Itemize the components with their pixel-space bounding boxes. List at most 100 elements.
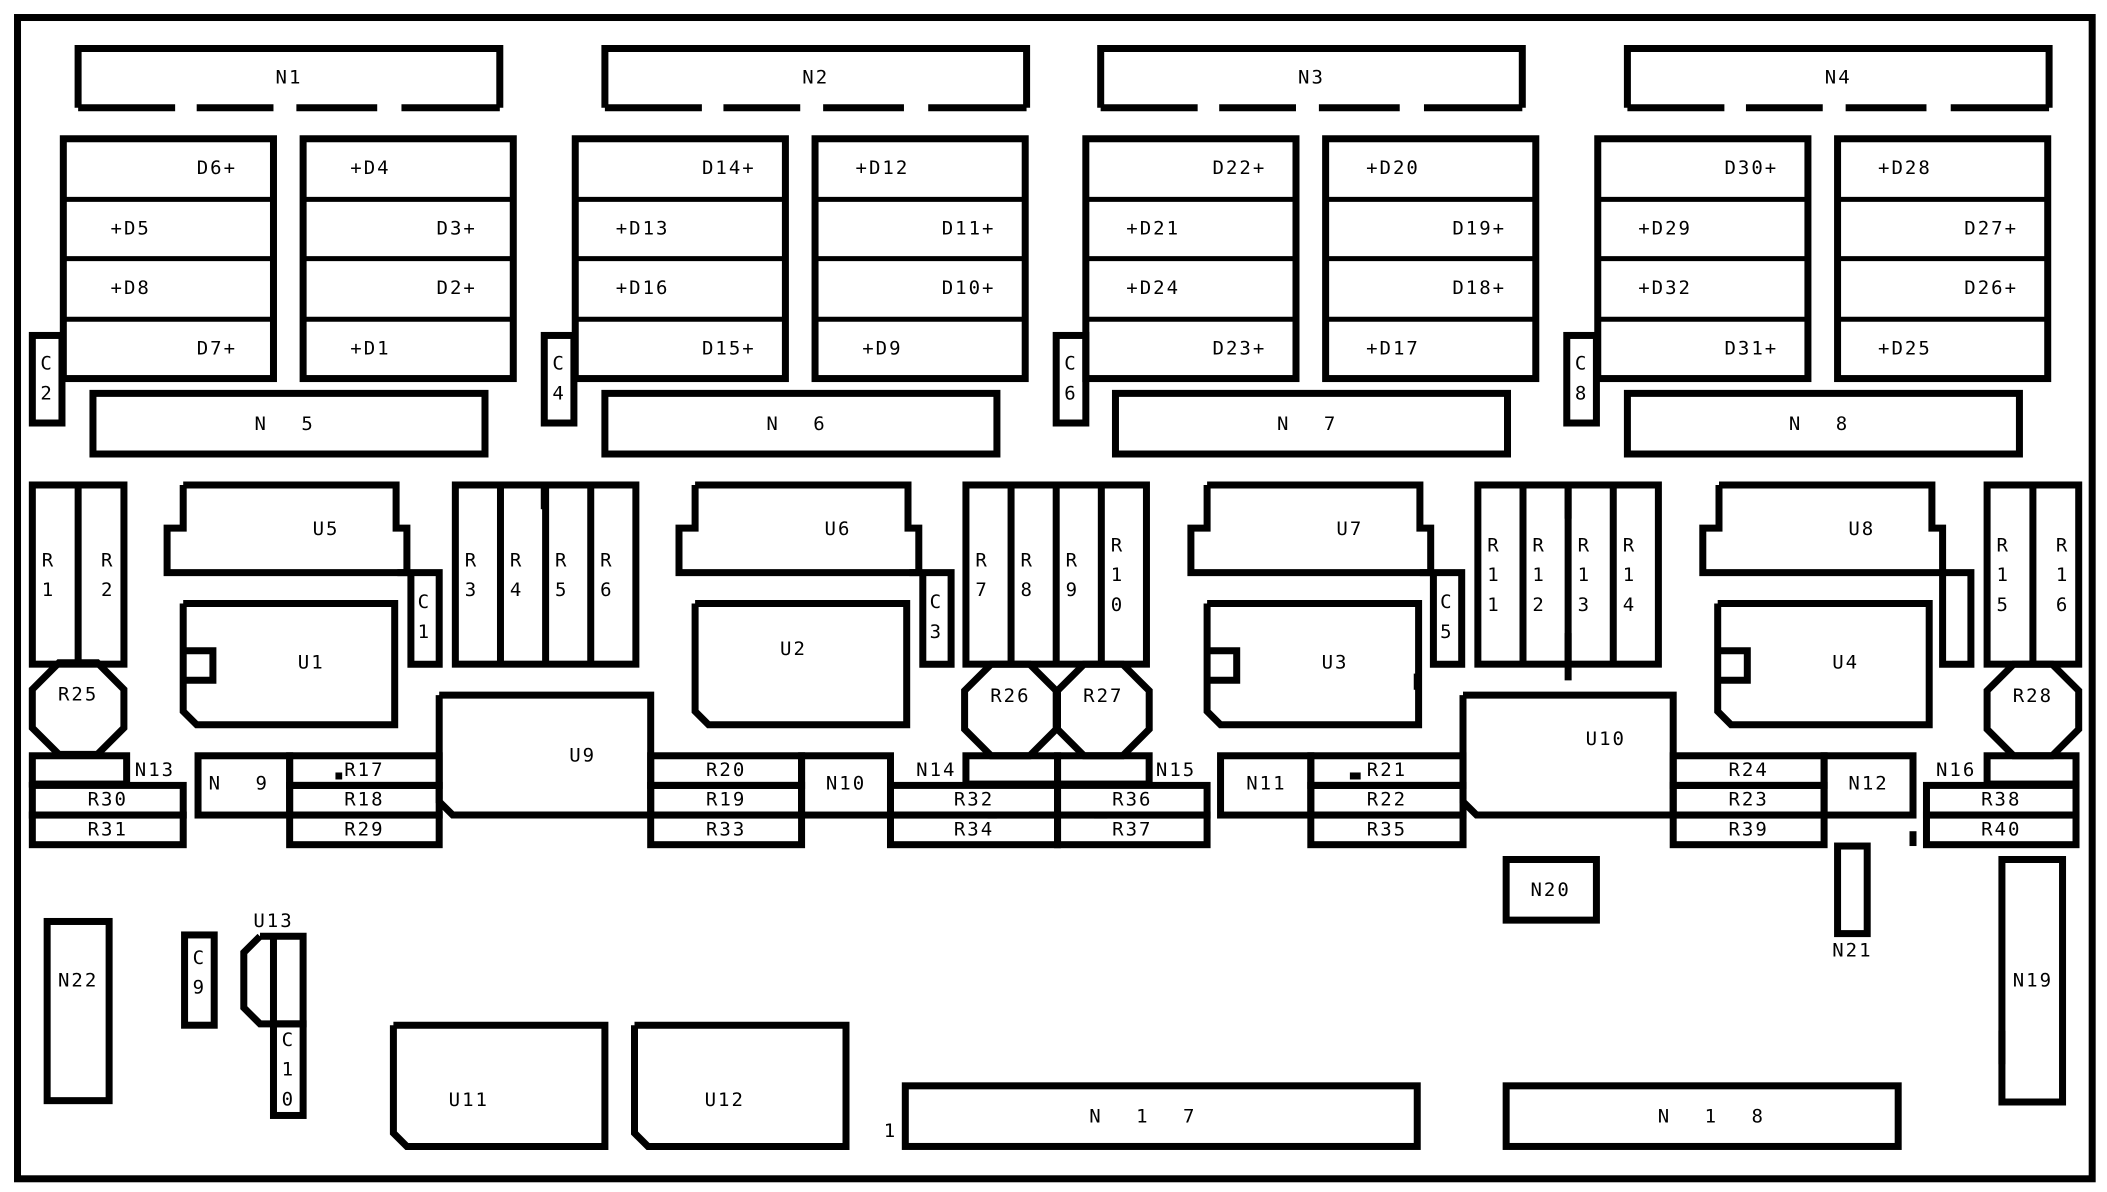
connector-n-7-label: N 7 (1277, 413, 1347, 435)
pad-n15-label: N15 (1156, 759, 1196, 781)
diode-pd5-label: +D5 (111, 218, 151, 240)
diode-pd16-label: +D16 (616, 277, 670, 299)
ic-u3-label: U3 (1322, 651, 1349, 673)
ic-u7-outline (1187, 481, 1435, 577)
resistor-outline (1307, 811, 1467, 849)
resistor-r20-label: R20 (706, 759, 746, 781)
diode-d14p-label: D14+ (702, 157, 756, 179)
resistor-outline (1922, 811, 2080, 849)
diode-pd32-label: +D32 (1638, 277, 1692, 299)
resistor-r29-label: R29 (344, 818, 384, 840)
diode-pd13-label: +D13 (616, 218, 670, 240)
resistor-r38-label: R38 (1981, 789, 2021, 811)
pad-outline (1983, 752, 2080, 788)
pin1-marker-label: 1 (884, 1120, 897, 1142)
ic-u12-outline (631, 1021, 850, 1150)
ic-tail-outline (1939, 569, 1975, 668)
diode-d23p-label: D23+ (1213, 337, 1267, 359)
resistor-r33-label: R33 (706, 818, 746, 840)
ic-u5-outline (163, 481, 411, 577)
capacitor-outline (1419, 569, 1466, 668)
resistor-r18-label: R18 (344, 789, 384, 811)
ic-u7-label: U7 (1336, 518, 1363, 540)
ic-u11-outline (389, 1021, 609, 1150)
pad-outline (1054, 752, 1153, 788)
diode-d27p-label: D27+ (1964, 218, 2018, 240)
connector-n18-label: N 1 8 (1658, 1105, 1775, 1127)
diode-pd28-label: +D28 (1878, 157, 1932, 179)
pad-n16-label: N16 (1936, 759, 1976, 781)
ic-u1-outline (179, 600, 399, 729)
resistor-r21-label: R21 (1367, 759, 1407, 781)
capacitor-outline (28, 331, 66, 427)
connector-n17-label: N 1 7 (1089, 1105, 1206, 1127)
ic-u13-label: U13 (253, 910, 293, 932)
diode-pd20-label: +D20 (1366, 157, 1420, 179)
ic-u12-label: U12 (705, 1089, 745, 1111)
trimmer-r26-outline (961, 660, 1060, 760)
ic-u4-label: U4 (1832, 651, 1859, 673)
resistor-r32-label: R32 (954, 789, 994, 811)
capacitor-outline (909, 569, 955, 668)
trimmer-r26-label: R26 (990, 685, 1030, 707)
trimmer-r28-outline (1983, 660, 2083, 760)
resistor-r40-label: R40 (1981, 818, 2021, 840)
connector-n19-label: N19 (2013, 969, 2053, 991)
connector-n-5-outline (89, 389, 489, 458)
diode-pd21-label: +D21 (1126, 218, 1180, 240)
diode-d15p-label: D15+ (702, 337, 756, 359)
trimmer-r25-outline (28, 659, 128, 758)
pad-n10-label: N10 (826, 773, 866, 795)
diode-pd25-label: +D25 (1878, 337, 1932, 359)
diode-d22p-label: D22+ (1213, 157, 1267, 179)
diode-pd1-label: +D1 (350, 337, 390, 359)
connector-n3-outline (1097, 45, 1526, 108)
ic-tab-outline (1207, 647, 1241, 684)
ic-u8-outline (1699, 481, 1947, 577)
diode-d2p-label: D2+ (437, 277, 477, 299)
ic-u5-label: U5 (313, 518, 340, 540)
resistor-r22-label: R22 (1367, 789, 1407, 811)
pad-n11-label: N11 (1246, 773, 1286, 795)
connector-n2-outline (601, 45, 1031, 108)
trimmer-r28-label: R28 (2013, 685, 2053, 707)
ic-tab-outline (183, 647, 217, 684)
ic-u6-label: U6 (825, 518, 852, 540)
ic-u6-outline (675, 481, 923, 577)
resistor-outline (1669, 811, 1828, 849)
diode-pd4-label: +D4 (350, 157, 390, 179)
connector-n-8-label: N 8 (1789, 413, 1859, 435)
capacitor-outline (1052, 331, 1090, 427)
diode-d3p-label: D3+ (437, 218, 477, 240)
resistor-r36-label: R36 (1112, 789, 1152, 811)
resistor-r30-label: R30 (88, 789, 128, 811)
ic-u1-label: U1 (298, 651, 325, 673)
capacitor-outline (1563, 331, 1600, 427)
resistor-r31-label: R31 (88, 818, 128, 840)
capacitor-c9-outline (181, 931, 218, 1029)
resistor-r39-label: R39 (1728, 818, 1768, 840)
pad-outline (962, 752, 1062, 788)
pad-outline (1820, 752, 1917, 819)
resistor-r23-label: R23 (1728, 789, 1768, 811)
diode-d11p-label: D11+ (942, 218, 996, 240)
resistor-outline (1054, 811, 1211, 849)
resistor-r19-label: R19 (706, 789, 746, 811)
ic-u11-label: U11 (449, 1089, 489, 1111)
capacitor-c10-outline (269, 1020, 307, 1119)
connector-n22-label: N22 (58, 969, 98, 991)
connector-n19-outline (1998, 856, 2067, 1106)
